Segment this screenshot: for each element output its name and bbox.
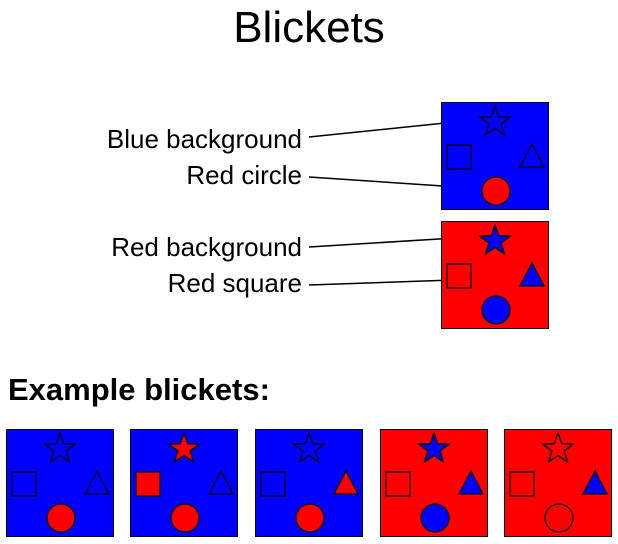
star-icon	[477, 223, 513, 256]
connector-red-background	[308, 237, 456, 248]
star-icon	[540, 431, 576, 464]
square-icon	[446, 263, 472, 289]
star-icon	[416, 431, 452, 464]
label-red-square: Red square	[167, 268, 302, 298]
triangle-icon	[83, 469, 111, 495]
page-title: Blickets	[233, 3, 385, 52]
example-card	[380, 429, 488, 537]
example-card	[130, 429, 238, 537]
example-blickets-heading: Example blickets:	[8, 372, 270, 407]
triangle-icon	[518, 261, 546, 287]
label-blue-background: Blue background	[106, 124, 302, 154]
circle-icon	[544, 503, 574, 533]
connector-red-square	[308, 279, 454, 286]
triangle-icon	[207, 469, 235, 495]
example-card	[504, 429, 612, 537]
square-icon	[385, 471, 411, 497]
circle-icon	[46, 503, 76, 533]
circle-icon	[295, 503, 325, 533]
circle-icon	[420, 503, 450, 533]
square-icon	[135, 471, 161, 497]
circle-icon	[481, 176, 511, 206]
circle-icon	[170, 503, 200, 533]
square-icon	[509, 471, 535, 497]
star-icon	[477, 104, 513, 137]
triangle-icon	[581, 469, 609, 495]
triangle-icon	[457, 469, 485, 495]
label-red-background: Red background	[111, 232, 302, 262]
example-card	[255, 429, 363, 537]
legend-card-blue	[441, 102, 549, 210]
legend-card-red	[441, 221, 549, 329]
triangle-icon	[518, 142, 546, 168]
star-icon	[291, 431, 327, 464]
triangle-icon	[332, 469, 360, 495]
circle-icon	[481, 295, 511, 325]
example-card	[6, 429, 114, 537]
star-icon	[166, 431, 202, 464]
square-icon	[260, 471, 286, 497]
label-red-circle: Red circle	[186, 160, 302, 190]
connector-blue-background	[308, 121, 456, 138]
star-icon	[42, 431, 78, 464]
square-icon	[446, 144, 472, 170]
square-icon	[11, 471, 37, 497]
